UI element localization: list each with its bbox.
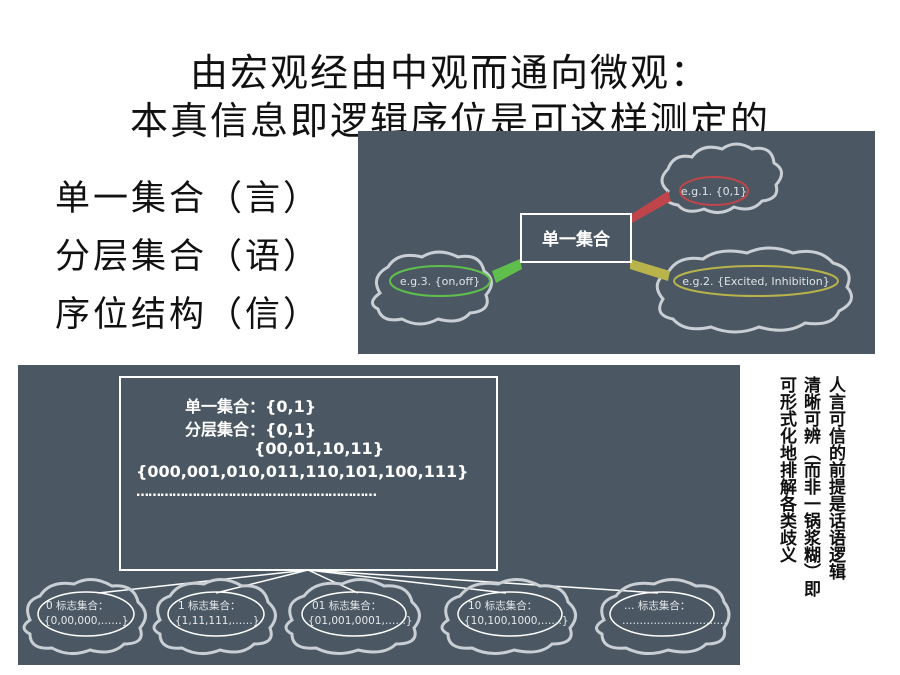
layered-set-diagram: 0 标志集合： {0,00,000,……} 1 标志集合： {1,11,111,… [18,365,740,665]
cloud-eg1 [660,142,783,214]
cloud-10 [440,578,577,655]
cloud-10-label: 10 标志集合： [468,599,537,612]
eg2-label: e.g.2. {Excited, Inhibition} [682,275,830,288]
single-set-diagram: 单一集合 e.g.1. {0,1} e.g.2. {Excited, Inhib… [358,131,875,354]
main-box-line-2: 分层集合：{0,1} [185,420,317,439]
left-list-item-2: 分层集合（语） [55,237,322,277]
cloud-01-value: {01,001,0001,……} [308,615,413,627]
title-line-1: 由宏观经由中观而通向微观： [189,51,710,95]
ellipse-eg1 [679,176,749,206]
ellipse-01 [301,591,407,637]
single-set-diagram-svg: 单一集合 e.g.1. {0,1} e.g.2. {Excited, Inhib… [371,142,853,334]
side-text-col-1: 人言可信的前提是话语逻辑 [825,376,845,580]
cloud-1-value: {1,11,111,……} [175,615,259,627]
cloud-etc-value: ………………………… [622,615,727,627]
side-text-col-2: 清晰可辨（而非一锅浆糊）即 [800,376,820,597]
cloud-01 [284,578,421,655]
cloud-0-label: 0 标志集合： [46,599,109,612]
green-arrow [492,259,522,283]
ellipse-etc [609,591,715,637]
cloud-eg2 [655,246,853,334]
ellipse-10 [457,591,563,637]
center-box [520,213,632,263]
eg3-label: e.g.3. {on,off} [400,275,480,288]
yellow-arrow [630,259,670,281]
cloud-1 [152,578,277,655]
layered-set-diagram-svg: 0 标志集合： {0,00,000,……} 1 标志集合： {1,11,111,… [22,376,731,655]
cloud-0 [22,578,147,655]
cloud-10-value: {10,100,1000,……} [464,615,569,627]
ellipse-1 [167,591,265,637]
cloud-0-value: {0,00,000,……} [44,615,128,627]
cloud-eg3 [371,250,493,326]
cloud-1-label: 1 标志集合： [178,599,241,612]
ellipse-0 [37,591,135,637]
connector-lines [97,569,659,594]
main-box-line-5: …………………………………………………… [136,485,377,500]
left-list-item-1: 单一集合（言） [55,179,322,219]
left-list-item-3: 序位结构（信） [55,295,322,335]
main-box-line-3: {00,01,10,11} [254,439,385,458]
eg1-label: e.g.1. {0,1} [681,185,747,198]
ellipse-eg2 [673,265,839,297]
main-box-line-1: 单一集合：{0,1} [185,397,317,416]
ellipse-eg3 [389,265,491,297]
main-box-line-4: {000,001,010,011,110,101,100,111} [136,462,469,481]
center-label: 单一集合 [542,229,611,250]
left-list: 单一集合（言） 分层集合（语） 序位结构（信） [55,170,321,344]
cloud-etc [595,578,731,655]
red-arrow [630,191,671,223]
cloud-01-label: 01 标志集合： [312,599,381,612]
side-text-col-3: 可形式化地排解各类歧义 [776,376,796,563]
cloud-etc-label: … 标志集合： [624,599,690,612]
